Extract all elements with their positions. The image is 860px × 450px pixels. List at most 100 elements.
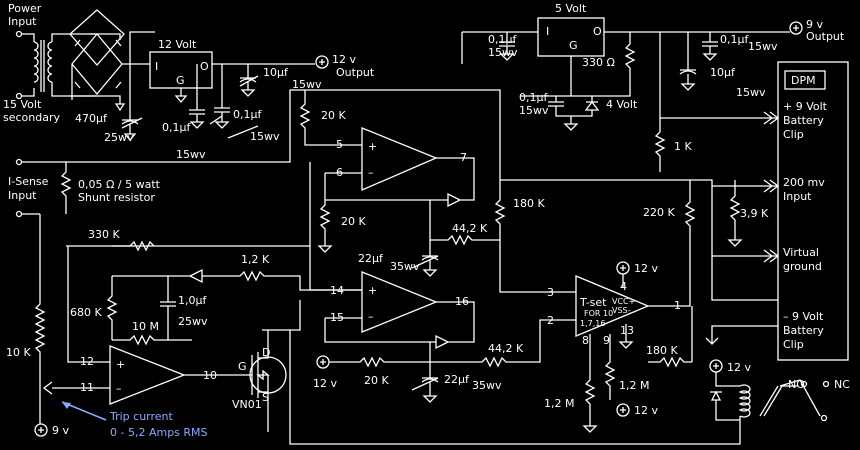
- tset-pin-1: 1: [674, 299, 681, 312]
- cap-22uf-a-voltage: 35wv: [390, 260, 420, 273]
- res-1-2k-label: 1,2 K: [241, 253, 270, 266]
- cap-01-c-label-1: 0,1µf: [488, 33, 517, 46]
- secondary-label-2: secondary: [3, 111, 60, 124]
- reg5-in: I: [546, 25, 549, 38]
- isense-terminal-top: [15, 158, 23, 166]
- dpm-batt-neg-2: Battery: [783, 324, 824, 337]
- reg12-gnd: G: [176, 74, 185, 87]
- plus-12v-d-label: 12 v: [727, 361, 751, 374]
- cap-01-d-label-1: 0,1µf: [519, 91, 548, 104]
- pin-7-label: 7: [460, 151, 467, 164]
- opamp-lower-plus: +: [368, 284, 377, 297]
- cap-01-b-voltage: 15wv: [250, 130, 280, 143]
- tset-pin-13: 13: [620, 324, 634, 337]
- res-3-9k-label: 3,9 K: [740, 207, 769, 220]
- opamp-lower-minus: –: [368, 310, 374, 323]
- cap-470uf-label: 470µf: [75, 112, 108, 125]
- trip-note-1: Trip current: [109, 410, 174, 423]
- plus-9v-terminal: [34, 423, 48, 437]
- tset-sub: FOR 10: [584, 309, 613, 318]
- cap-01-c-label-2: 15wv: [488, 46, 518, 59]
- res-10m-label: 10 M: [132, 320, 159, 333]
- tset-vss: VSS-: [612, 306, 631, 315]
- dpm-vground-1: Virtual: [783, 246, 819, 259]
- cap-10uf-a-voltage: 15wv: [292, 78, 322, 91]
- trip-section: 330 K 680 K 1,2 K 1,0µf 25wv 10 M + – 12…: [6, 214, 850, 445]
- shunt-label-2: Shunt resistor: [78, 191, 155, 204]
- res-1-2m-a-label: 1,2 M: [544, 397, 574, 410]
- trip-note-2: 0 - 5,2 Amps RMS: [110, 426, 208, 439]
- regulator-5v: 5 Volt I O G: [537, 2, 605, 57]
- cap-01-d-label-2: 15wv: [519, 104, 549, 117]
- plus-9v-label: 9 v: [52, 424, 69, 437]
- res-20k-top-label: 20 K: [321, 109, 346, 122]
- reg5-title: 5 Volt: [555, 2, 587, 15]
- res-1k-label: 1 K: [674, 140, 692, 153]
- cap-10uf-a-label: 10µf: [263, 66, 289, 79]
- vn01-label: VN01: [232, 398, 262, 411]
- tset-comparator: T-set FOR 10 1,7,16 VCC+ VSS-: [575, 275, 650, 337]
- out12-label-2: Output: [336, 66, 375, 79]
- dpm-batt-neg-1: – 9 Volt: [783, 310, 824, 323]
- res-330-label: 330 Ω: [582, 56, 615, 69]
- fet-d-label: D: [262, 346, 270, 359]
- isense-terminal-bottom: [15, 210, 23, 218]
- plus-12v-a-label: 12 v: [313, 377, 337, 390]
- pin-15-label: 15: [330, 311, 344, 324]
- res-180k-bot-label: 180 K: [646, 344, 678, 357]
- pin-5-label: 5: [336, 138, 343, 151]
- tset-name: T-set: [579, 296, 607, 309]
- tset-pin-9: 9: [603, 334, 610, 347]
- dpm-batt-pos-3: Clip: [783, 128, 804, 141]
- dpm-vground-2: ground: [783, 260, 822, 273]
- shunt-label-1: 0,05 Ω / 5 watt: [78, 178, 161, 191]
- relay-no-label: NO: [788, 378, 805, 391]
- isense-label-1: I-Sense: [8, 175, 49, 188]
- opamp-trip-plus: +: [116, 358, 125, 371]
- pin-16-label: 16: [455, 295, 469, 308]
- res-680k-label: 680 K: [70, 306, 102, 319]
- dpm-title: DPM: [791, 74, 816, 87]
- cap-22uf-b-voltage: 35wv: [472, 379, 502, 392]
- cap-1uf-label: 1,0µf: [178, 294, 207, 307]
- fet-s-label: S: [262, 391, 269, 404]
- tset-vcc: VCC+: [612, 297, 635, 306]
- reg5-gnd: G: [569, 39, 578, 52]
- output-12v-terminal: [315, 55, 329, 69]
- reg12-in: I: [155, 60, 158, 73]
- opamp-trip-minus: –: [116, 382, 122, 395]
- mosfet-vn01: G D S VN01: [232, 300, 301, 432]
- tset-pin-3: 3: [547, 286, 554, 299]
- dpm-batt-pos-1: + 9 Volt: [783, 100, 828, 113]
- plus-12v-b-label: 12 v: [634, 262, 658, 275]
- reg12-out: O: [200, 60, 209, 73]
- dpm-200mv-1: 200 mv: [783, 176, 825, 189]
- res-20k-bot-label: 20 K: [364, 374, 389, 387]
- res-44-2k-a-label: 44,2 K: [452, 222, 488, 235]
- opamp-upper-plus: +: [368, 140, 377, 153]
- opamp-upper-minus: –: [368, 166, 374, 179]
- out9-label-1: 9 v: [806, 18, 823, 31]
- power-input-terminal-top: [15, 30, 23, 38]
- tset-pin-8: 8: [582, 334, 589, 347]
- cap-1uf-voltage: 25wv: [178, 315, 208, 328]
- pin-12-label: 12: [80, 355, 94, 368]
- power-supply-section: Power Input 15 Volt secondary 470µf 25wv…: [3, 2, 845, 172]
- pin-6-label: 6: [336, 166, 343, 179]
- dpm-200mv-2: Input: [783, 190, 812, 203]
- dpm-batt-neg-3: Clip: [783, 338, 804, 351]
- res-180k-mid-label: 180 K: [513, 197, 545, 210]
- relay-coil: [738, 384, 783, 418]
- isense-label-2: Input: [8, 189, 37, 202]
- reg5-out: O: [593, 25, 602, 38]
- cap-01-a-label: 0,1µf: [162, 121, 191, 134]
- opamp-upper: + –: [361, 127, 438, 191]
- dpm-batt-pos-2: Battery: [783, 114, 824, 127]
- out9-label-2: Output: [806, 30, 845, 43]
- capacitor-470uf: [121, 64, 143, 142]
- secondary-label-1: 15 Volt: [3, 98, 42, 111]
- cap-22uf-b-label: 22µf: [444, 373, 470, 386]
- pin-10-label: 10: [203, 369, 217, 382]
- res-20k-mid-label: 20 K: [341, 215, 366, 228]
